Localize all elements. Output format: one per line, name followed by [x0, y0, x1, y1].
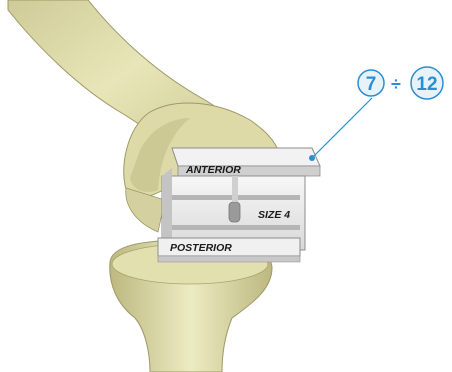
block-bottom-plate-edge — [158, 256, 300, 262]
anterior-label: ANTERIOR — [185, 164, 241, 176]
max-thickness-value: 12 — [416, 74, 437, 95]
block-slot-lower — [168, 225, 300, 230]
range-separator: ÷ — [391, 74, 401, 94]
size-label: SIZE 4 — [258, 209, 290, 221]
posterior-label: POSTERIOR — [170, 242, 232, 254]
callout-anchor-dot — [309, 155, 315, 161]
block-center-channel — [232, 176, 238, 202]
min-thickness-value: 7 — [366, 74, 377, 95]
femur-lower-edge — [126, 188, 165, 232]
block-pin-hole — [229, 202, 240, 222]
callout-leader-line — [312, 98, 372, 158]
